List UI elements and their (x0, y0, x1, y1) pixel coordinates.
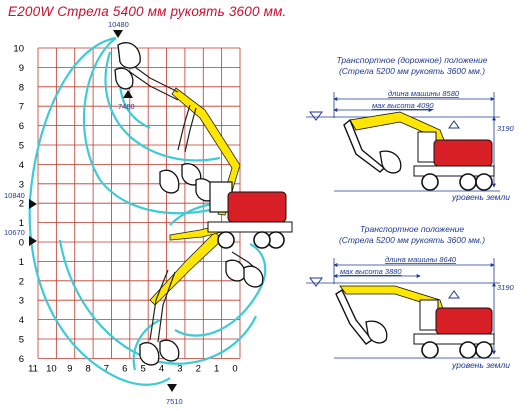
y-tick-label: 1 (19, 257, 24, 268)
x-tick-label: 1 (214, 363, 219, 374)
y-tick-label: 3 (19, 296, 24, 307)
x-tick-label: 3 (177, 363, 182, 374)
undercarriage (207, 221, 293, 233)
bucket-right-2 (243, 265, 264, 288)
y-tick-label: 6 (19, 121, 24, 132)
y-tick-label: 9 (19, 63, 24, 74)
lower-reach-curve-2 (174, 243, 267, 337)
transport-panel: Транспортное положение (Стрела 5200 мм р… (306, 224, 515, 370)
road-max-height-dimension: мах высота 4090 (372, 101, 434, 110)
y-tick-label: 3 (19, 179, 24, 190)
inner-reach-curve-1 (82, 37, 211, 215)
y-tick-label: 4 (19, 160, 24, 171)
transport-side-dimension: 3190 (497, 283, 515, 292)
bucket-top (117, 42, 141, 69)
bottom-depth-value: 7510 (166, 397, 183, 406)
top-reach-arrow-icon (113, 30, 123, 38)
transport-excavator (335, 285, 495, 359)
road-caption-line1: Транспортное (дорожное) положение (337, 55, 488, 65)
bucket-low-1 (139, 342, 160, 366)
x-tick-label: 7 (104, 363, 109, 374)
road-caption-line2: (Стрела 5200 мм рукоять 3600 мм.) (339, 66, 485, 76)
y-tick-label: 2 (19, 199, 24, 210)
upper-level-arrow-icon (123, 90, 133, 98)
road-top-marker-icon (448, 120, 460, 129)
arm-front (177, 104, 197, 153)
rear-wheel-2 (253, 231, 271, 249)
y-tick-label: 0 (19, 238, 24, 249)
bucket-right-1 (225, 259, 246, 282)
x-tick-label: 5 (141, 363, 146, 374)
x-tick-label: 10 (46, 363, 57, 374)
bucket-upper-left (114, 67, 134, 90)
x-tick-label: 2 (196, 363, 201, 374)
inner-reach-curve-2 (104, 51, 221, 162)
x-tick-label: 0 (232, 363, 237, 374)
transport-caption-line1: Транспортное положение (360, 224, 465, 234)
diagram-title: E200W Стрела 5400 мм рукоять 3600 мм. (8, 4, 287, 19)
chart-markers: 10480 7480 10840 10670 7510 (4, 20, 183, 406)
side-lower-arrow-icon (29, 236, 37, 246)
y-tick-label: 7 (19, 102, 24, 113)
x-tick-label: 4 (159, 363, 164, 374)
front-wheel (217, 231, 235, 249)
road-ground-label: уровень земли (451, 192, 510, 202)
side-upper-value: 10840 (4, 191, 25, 200)
road-length-dimension: длина машины 8580 (388, 89, 460, 98)
road-excavator (343, 111, 495, 191)
y-tick-label: 5 (19, 141, 24, 152)
bottom-depth-arrow-icon (167, 384, 177, 392)
top-reach-value: 10480 (108, 20, 129, 29)
side-upper-arrow-icon (29, 199, 37, 209)
y-tick-label: 5 (19, 335, 24, 346)
bucket-mid-1 (159, 169, 180, 194)
y-tick-label: 8 (19, 82, 24, 93)
x-tick-label: 9 (67, 363, 72, 374)
side-lower-value: 10670 (4, 228, 25, 237)
y-tick-label: 1 (19, 218, 24, 229)
arm-low (149, 269, 176, 343)
excavator-body (207, 181, 293, 249)
y-tick-label: 6 (19, 354, 24, 365)
x-tick-label: 11 (28, 363, 38, 374)
transport-max-height-dimension: мах высота 3880 (340, 267, 402, 276)
lower-reach-curve-4 (132, 319, 161, 371)
y-tick-label: 10 (13, 44, 24, 55)
x-tick-label: 6 (122, 363, 127, 374)
y-tick-label: 4 (19, 315, 24, 326)
road-level-marker-icon (309, 111, 323, 121)
transport-caption-line2: (Стрела 5200 мм рукоять 3600 мм.) (339, 235, 485, 245)
road-side-dimension: 3190 (497, 124, 515, 133)
y-tick-label: 2 (19, 276, 24, 287)
transport-length-dimension: длина машины 8640 (385, 255, 457, 264)
digging-envelope (28, 36, 267, 386)
transport-road-panel: Транспортное (дорожное) положение (Стрел… (306, 55, 515, 202)
x-tick-label: 8 (85, 363, 90, 374)
boom-lower (149, 231, 223, 306)
upper-level-value: 7480 (118, 102, 135, 111)
superstructure (227, 191, 287, 223)
outer-reach-curve (28, 36, 171, 386)
transport-level-marker-icon (309, 277, 323, 287)
transport-top-marker-icon (448, 290, 460, 299)
lower-reach-curve-1 (58, 239, 257, 365)
bucket-low-2 (159, 339, 180, 362)
transport-ground-label: уровень земли (451, 360, 510, 370)
